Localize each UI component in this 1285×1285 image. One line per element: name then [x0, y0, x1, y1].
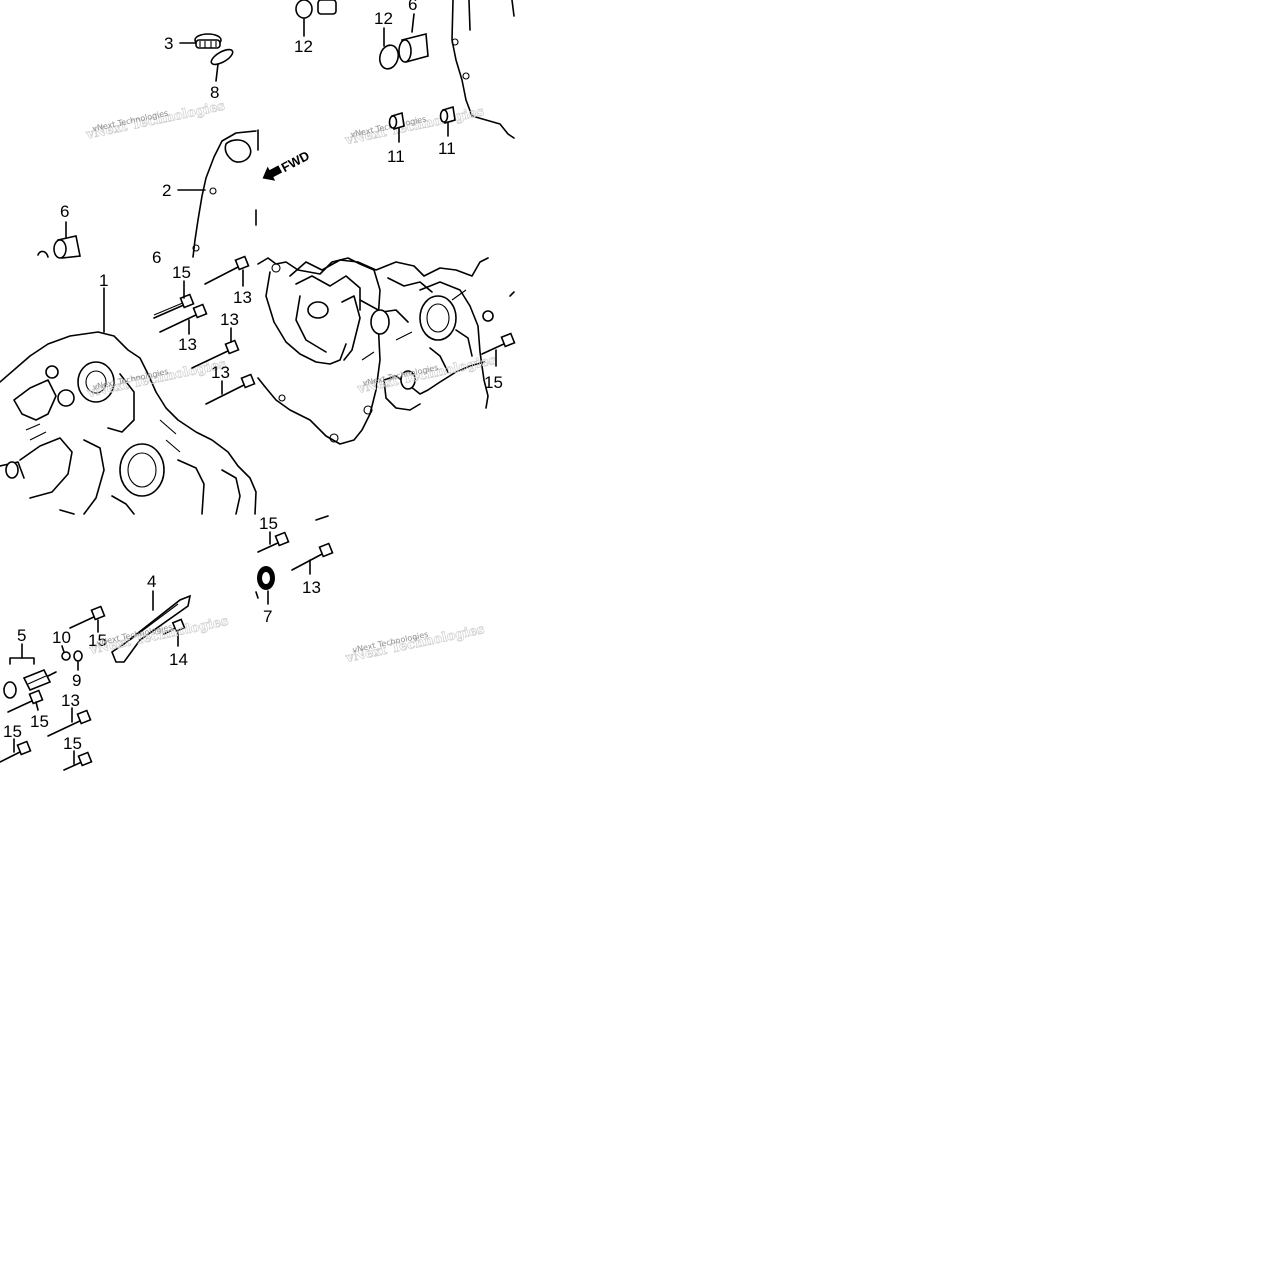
tile-middle-right: 13	[204, 255, 516, 445]
dowel-pin	[37, 235, 81, 259]
callout-12: 12	[294, 37, 313, 56]
tile-top-right: FWD 12 6 vNext Technologies vNext Techno…	[255, 0, 515, 226]
callout-13: 13	[61, 691, 80, 710]
o-ring	[210, 48, 234, 66]
flange-bolt	[63, 751, 93, 771]
callout-4: 4	[147, 572, 156, 591]
callout-3: 3	[164, 34, 173, 53]
watermark: vNext Technologies vNext Technologies	[84, 98, 227, 143]
callout-15: 15	[3, 722, 22, 741]
flange-bolt	[191, 339, 240, 369]
callout-6: 6	[152, 248, 161, 267]
callout-8: 8	[210, 83, 219, 102]
o-ring	[295, 0, 313, 19]
neutral-switch	[22, 668, 57, 692]
callout-13: 13	[211, 363, 230, 382]
callout-15: 15	[259, 514, 278, 533]
callout-6: 6	[60, 202, 69, 221]
crankcase-gasket	[257, 257, 381, 445]
flange-bolt	[205, 373, 256, 405]
collar	[388, 111, 405, 131]
crankcase-left-half	[0, 331, 257, 515]
callout-2: 2	[162, 181, 171, 200]
callout-9: 9	[72, 671, 81, 690]
callout-5: 5	[17, 626, 26, 645]
flange-bolt	[0, 740, 32, 763]
callout-13: 13	[233, 288, 252, 307]
callout-13: 13	[220, 310, 239, 329]
forward-label: FWD	[279, 148, 312, 175]
callout-11: 11	[438, 139, 456, 158]
callout-13: 13	[302, 578, 321, 597]
flange-bolt	[69, 605, 106, 629]
flange-bolt	[163, 618, 186, 635]
callout-15: 15	[30, 712, 49, 731]
dowel-pin	[398, 32, 429, 64]
flange-bolt	[7, 689, 44, 713]
collar	[439, 105, 456, 125]
sealing-washer	[3, 681, 17, 699]
callout-13: 13	[178, 335, 197, 354]
forward-arrow-icon: FWD	[262, 148, 312, 181]
tile-bottom-left: 4 14 15 vNext Technologies vNext Technol…	[0, 572, 230, 771]
callout-1: 1	[99, 271, 108, 290]
washer	[61, 651, 71, 661]
callout-12: 12	[374, 9, 393, 28]
flange-bolt	[159, 303, 208, 333]
o-ring	[73, 650, 83, 662]
callout-6: 6	[408, 0, 417, 14]
callout-15: 15	[88, 631, 107, 650]
tile-top-left: 3 8 12 vNext Technologies vNext Technolo…	[37, 0, 337, 267]
flange-bolt	[481, 332, 516, 355]
o-ring	[378, 44, 400, 70]
crankcase-right-half	[289, 257, 494, 411]
tile-middle-left: 1 vNext Technologies vNext Technologies …	[0, 263, 257, 515]
callout-15: 15	[63, 734, 82, 753]
callout-7: 7	[263, 607, 272, 626]
crankcase-gasket	[192, 130, 257, 258]
callout-15: 15	[484, 373, 503, 392]
callout-14: 14	[169, 650, 188, 669]
tile-bottom-right: 15 13 7 vNext Technologies vNext Technol…	[255, 514, 486, 667]
flange-bolt	[204, 255, 250, 285]
shift-lever	[111, 594, 192, 663]
oil-seal	[257, 566, 275, 590]
flange-bolt	[291, 542, 334, 571]
flange-bolt	[257, 531, 290, 553]
oil-filler-cap	[194, 33, 222, 49]
watermark: vNext Technologies vNext Technologies	[343, 622, 486, 667]
flange-bolt	[47, 709, 92, 737]
callout-10: 10	[52, 628, 71, 647]
watermark: vNext Technologies vNext Technologies	[343, 104, 486, 149]
callout-11: 11	[387, 147, 405, 166]
flange-bolt	[153, 293, 195, 319]
callout-15: 15	[172, 263, 191, 282]
